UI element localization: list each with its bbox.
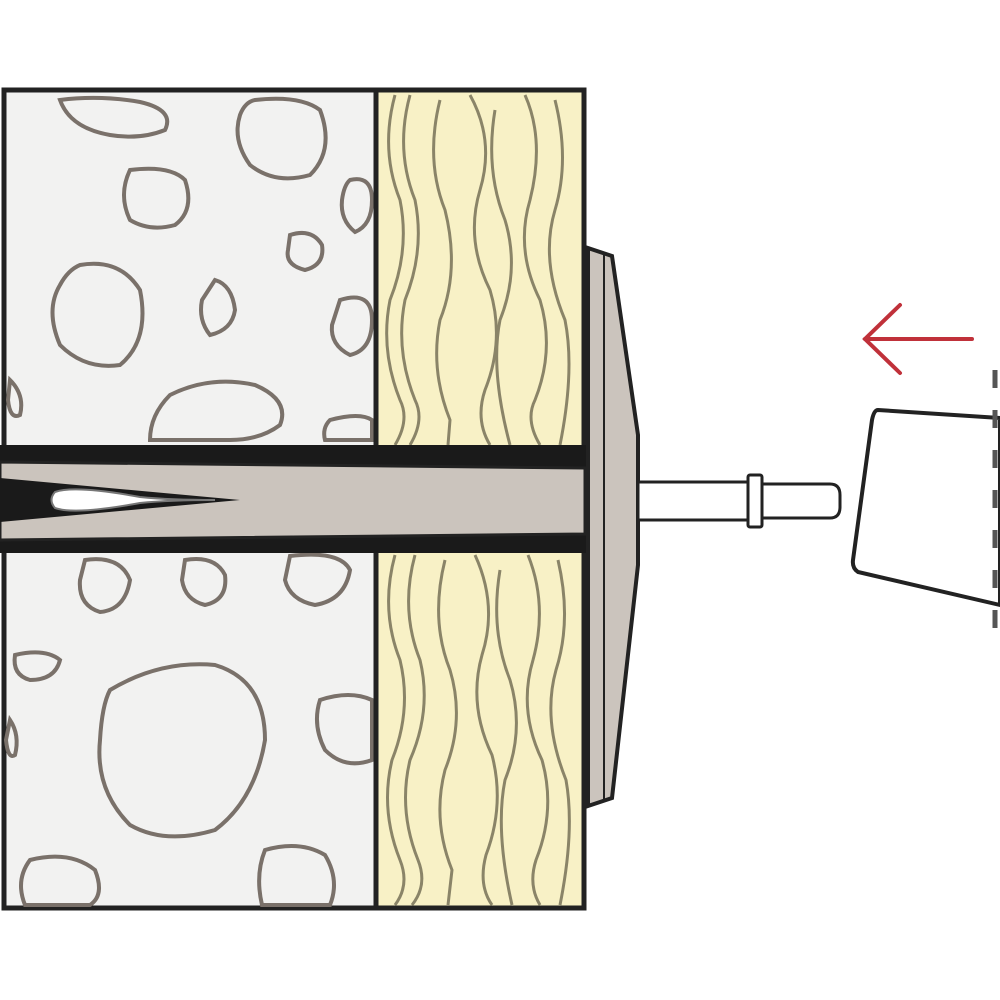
stone — [50, 261, 145, 368]
stone — [257, 844, 336, 907]
stone — [57, 95, 170, 139]
anchor-plate — [586, 245, 640, 809]
stone — [12, 650, 63, 683]
stone — [122, 166, 191, 230]
stone — [282, 552, 353, 608]
concrete-stones — [3, 95, 375, 907]
expansion-slot-highlight — [50, 488, 216, 512]
stone — [322, 414, 374, 442]
left-arrow-icon — [862, 303, 974, 375]
expansion-pin — [636, 473, 842, 529]
insulation-fibers — [385, 94, 571, 906]
stone — [19, 854, 101, 907]
stone — [235, 96, 328, 181]
stone — [179, 557, 228, 608]
stone — [147, 379, 285, 442]
stone — [285, 231, 325, 273]
setting-tool-cap — [850, 407, 1000, 608]
pin-collar — [746, 473, 764, 529]
stone — [199, 277, 238, 338]
anchor-sleeve — [0, 460, 587, 542]
pin-tip — [760, 482, 842, 520]
stone — [5, 375, 24, 418]
anchor-assembly — [0, 245, 640, 809]
stone — [329, 295, 375, 358]
stone — [77, 557, 133, 615]
stone — [339, 177, 375, 235]
stone — [3, 714, 19, 758]
stone — [97, 662, 268, 839]
setting-tool — [850, 370, 1000, 650]
stone — [314, 693, 374, 766]
pin-shaft — [636, 480, 750, 522]
